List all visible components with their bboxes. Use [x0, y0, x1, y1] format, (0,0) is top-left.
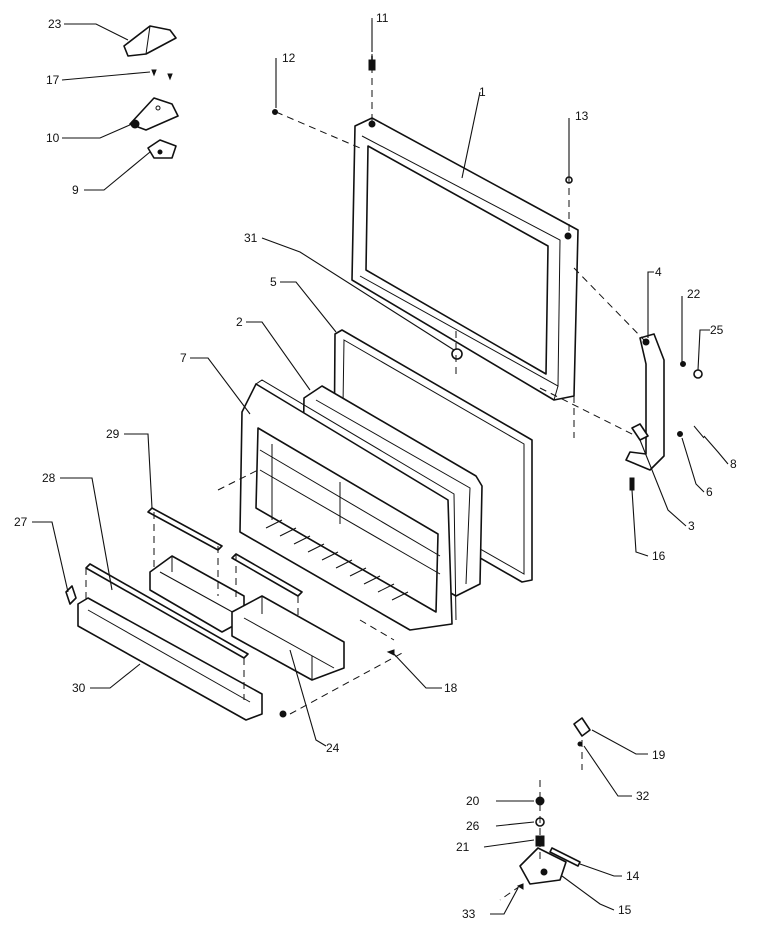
- part-29-rail: [147, 507, 223, 551]
- part-16-screw: [629, 477, 635, 491]
- label-3: 3: [688, 519, 695, 533]
- label-27: 27: [14, 515, 28, 529]
- label-1: 1: [479, 85, 486, 99]
- part-23-hinge-cover: [123, 25, 177, 57]
- part-10-top-hinge: [129, 97, 179, 131]
- label-17: 17: [46, 73, 60, 87]
- part-33-screw: [516, 883, 524, 890]
- label-23: 23: [48, 17, 62, 31]
- label-29: 29: [106, 427, 120, 441]
- part-7-drawer-frame: [239, 379, 457, 631]
- part-17-screws: [151, 69, 173, 81]
- part-24-drawer-bin: [231, 595, 345, 681]
- label-30: 30: [72, 681, 86, 695]
- small-bin-left: [149, 555, 245, 633]
- part-6-pin: [677, 431, 683, 437]
- part-27-clip: [65, 585, 77, 605]
- part-31-plug: [451, 348, 463, 360]
- label-10: 10: [46, 131, 60, 145]
- label-19: 19: [652, 748, 666, 762]
- part-12-screw: [272, 109, 278, 115]
- label-28: 28: [42, 471, 56, 485]
- label-2: 2: [236, 315, 243, 329]
- label-26: 26: [466, 819, 480, 833]
- label-11: 11: [376, 11, 389, 25]
- part-14-pin: [549, 847, 581, 867]
- leader-lines: [32, 20, 729, 915]
- assembly-dashed-lines: [85, 18, 645, 901]
- label-20: 20: [466, 794, 480, 808]
- label-14: 14: [626, 869, 640, 883]
- label-33: 33: [462, 907, 476, 921]
- part-22-screw: [680, 361, 686, 367]
- label-32: 32: [636, 789, 650, 803]
- part-30-drawer-trim: [77, 597, 287, 721]
- label-13: 13: [575, 109, 589, 123]
- part-3-lower-bracket: [631, 423, 649, 441]
- part-18-screw: [386, 649, 395, 656]
- label-6: 6: [706, 485, 713, 499]
- part-8-clip: [693, 425, 705, 439]
- label-8: 8: [730, 457, 737, 471]
- label-24: 24: [326, 741, 340, 755]
- center-rail: [231, 553, 303, 597]
- part-32-screw: [577, 741, 583, 747]
- part-28-strip: [85, 563, 249, 659]
- part-labels: 23 17 10 9 11 12 1 13 31 5 2 7 29 28 27 …: [14, 11, 737, 921]
- label-7: 7: [180, 351, 187, 365]
- label-5: 5: [270, 275, 277, 289]
- label-18: 18: [444, 681, 458, 695]
- label-15: 15: [618, 903, 632, 917]
- label-31: 31: [244, 231, 258, 245]
- label-9: 9: [72, 183, 79, 197]
- part-25-washer: [693, 369, 703, 379]
- label-22: 22: [687, 287, 701, 301]
- part-4-hinge-arm: [625, 333, 665, 471]
- part-15-bottom-hinge: [519, 847, 567, 885]
- label-21: 21: [456, 840, 470, 854]
- label-16: 16: [652, 549, 666, 563]
- label-25: 25: [710, 323, 724, 337]
- label-12: 12: [282, 51, 296, 65]
- label-4: 4: [655, 265, 662, 279]
- part-19-bracket: [573, 717, 591, 737]
- part-9-hinge-bracket: [147, 139, 177, 159]
